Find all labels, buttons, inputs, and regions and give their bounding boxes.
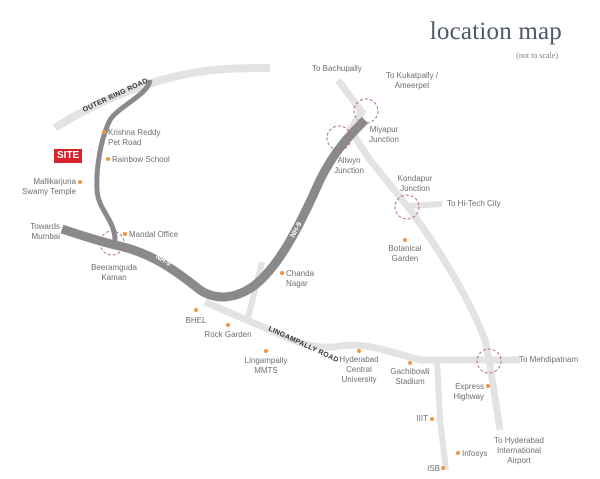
label-gachibowli-stadium: Gachibowli Stadium	[387, 367, 433, 387]
site-marker: SITE	[54, 149, 83, 163]
poi-dot-gachibowli	[408, 361, 412, 365]
label-line: To Hyderabad	[494, 436, 544, 445]
label-express-highway: Express Highway	[448, 382, 484, 402]
label-line: MMTS	[254, 366, 278, 375]
junction-kondapur	[394, 194, 420, 220]
label-line: Kondapur	[397, 174, 433, 183]
map-subtitle: (not to scale)	[516, 51, 558, 60]
poi-dot-botanical	[403, 238, 407, 242]
nh9-upper-label: NH-9	[290, 221, 304, 239]
road-hitech-city	[407, 201, 443, 209]
label-line: To Kukatpally /	[385, 71, 439, 80]
label-to-hitech-city: To Hi-Tech City	[447, 199, 501, 208]
label-chanda-nagar: Chanda Nagar	[286, 269, 314, 289]
label-towards-mumbai: Towards Mumbai	[18, 222, 60, 242]
label-to-airport: To Hyderabad International Airport	[484, 436, 554, 466]
label-line: Junction	[369, 135, 399, 144]
poi-dot-iiit	[430, 417, 434, 421]
poi-dot-isb	[441, 466, 445, 470]
label-line: Lingampally	[244, 356, 288, 365]
poi-dot-rainbow-school	[106, 157, 110, 161]
label-line: Towards	[30, 222, 60, 231]
label-line: Central	[346, 365, 372, 374]
label-line: Hyderabad	[339, 355, 379, 364]
label-line: Junction	[400, 184, 430, 193]
label-line: Beeramguda	[91, 263, 137, 272]
poi-dot-rock-garden	[226, 323, 230, 327]
site-access-road	[94, 79, 153, 249]
label-krishna-reddy-pet: Krishna Reddy Pet Road	[108, 128, 160, 148]
junction-beeramguda	[99, 230, 125, 256]
label-bhel: BHEL	[185, 316, 207, 325]
label-line: Botanical	[388, 244, 422, 253]
label-isb: ISB	[427, 464, 440, 473]
poi-dot-chanda-nagar	[280, 271, 284, 275]
poi-dot-infosys	[456, 451, 460, 455]
label-line: Highway	[453, 392, 484, 401]
label-botanical-garden: Botanical Garden	[385, 244, 425, 264]
poi-dot-express-highway	[486, 384, 490, 388]
junction-mehdipatnam	[476, 348, 502, 374]
poi-dot-bhel	[194, 308, 198, 312]
label-line: Mallikarjuna	[33, 177, 76, 186]
road-bachupally-kondapur	[335, 77, 504, 431]
label-line: Stadium	[395, 377, 425, 386]
label-line: University	[341, 375, 377, 384]
label-line: Chanda	[286, 269, 315, 278]
label-to-bachupally: To Bachupally	[312, 64, 362, 73]
poi-dot-lingampally	[264, 349, 268, 353]
label-line: Junction	[334, 166, 364, 175]
label-line: Krishna Reddy	[108, 128, 161, 137]
label-iiit: IIIT	[416, 414, 428, 423]
label-line: Airport	[507, 456, 531, 465]
label-miyapur-junction: Miyapur Junction	[359, 125, 409, 145]
label-kondapur-junction: Kondapur Junction	[390, 174, 440, 194]
poi-dot-mandal-office	[123, 232, 127, 236]
label-line: Garden	[391, 254, 419, 263]
label-line: Ameerpet	[394, 81, 430, 90]
label-to-mehdipatnam: To Mehdipatnam	[519, 355, 579, 364]
poi-dot-krishna-reddy	[102, 130, 106, 134]
label-to-kukatpally: To Kukatpally / Ameerpet	[382, 71, 442, 91]
label-hcu: Hyderabad Central University	[334, 355, 384, 385]
label-mandal-office: Mandal Office	[129, 230, 179, 239]
label-line: Express	[455, 382, 484, 391]
junction-allwyn	[326, 125, 352, 151]
label-rock-garden: Rock Garden	[204, 330, 252, 339]
junction-miyapur	[353, 98, 379, 124]
outer-ring-road	[52, 64, 271, 132]
label-line: Swamy Temple	[21, 187, 76, 196]
label-line: Kaman	[101, 273, 127, 282]
poi-dot-hcu	[357, 349, 361, 353]
label-line: Allwyn	[337, 156, 361, 165]
label-line: Pet Road	[108, 138, 142, 147]
label-beeramguda-kaman: Beeramguda Kaman	[86, 263, 142, 283]
map-title: location map	[429, 18, 562, 45]
label-line: Miyapur	[369, 125, 399, 134]
label-mallikarjuna-temple: Mallikarjuna Swamy Temple	[14, 177, 76, 197]
lingampally-road	[203, 298, 520, 364]
poi-dot-mallikarjuna	[78, 180, 82, 184]
label-lingampally-mmts: Lingampally MMTS	[240, 356, 292, 376]
label-line: Mumbai	[31, 232, 60, 241]
label-line: Nagar	[286, 279, 308, 288]
road-iiit-isb	[434, 359, 449, 471]
label-line: International	[496, 446, 542, 455]
label-infosys: Infosys	[462, 449, 488, 458]
label-allwyn-junction: Allwyn Junction	[324, 156, 374, 176]
label-rainbow-school: Rainbow School	[112, 155, 170, 164]
label-line: Gachibowli	[390, 367, 430, 376]
